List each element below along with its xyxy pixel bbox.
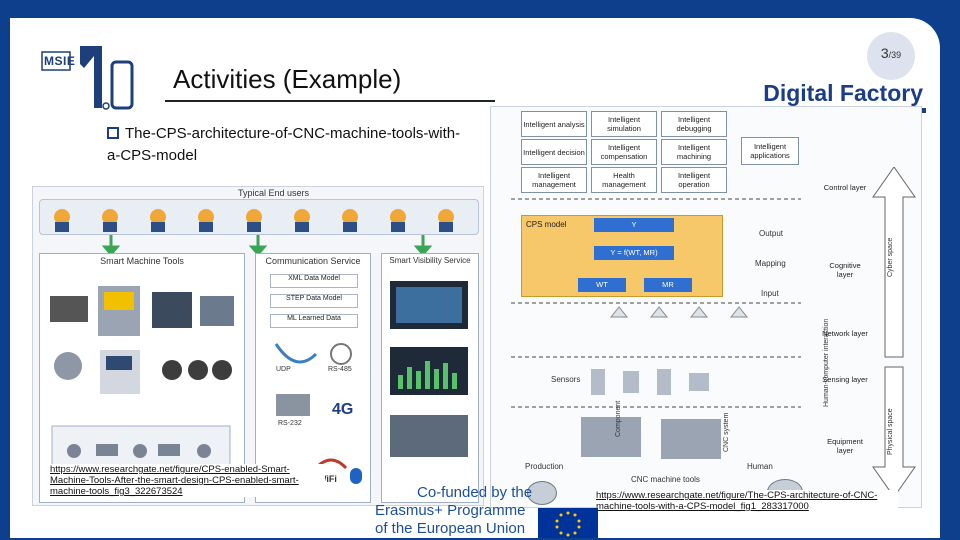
end-users-label: Typical End users bbox=[238, 188, 310, 198]
checkbox-bullet-icon bbox=[107, 127, 119, 139]
erasmus-funding-block: Co-funded by the Erasmus+ Programme of t… bbox=[365, 484, 630, 538]
xml-data-model: XML Data Model bbox=[270, 274, 358, 288]
physical-space-label: Physical space bbox=[887, 408, 894, 455]
svg-text:4G: 4G bbox=[332, 401, 353, 418]
grid-cell: Intelligent compensation bbox=[591, 139, 657, 165]
section-title: Communication Service bbox=[265, 256, 361, 266]
production-icon bbox=[527, 481, 557, 505]
funding-line-3: of the European Union bbox=[375, 520, 526, 537]
section-title: Smart Visibility Service bbox=[389, 256, 471, 265]
cyber-space-label: Cyber space bbox=[887, 237, 894, 277]
udp-label: UDP bbox=[276, 366, 291, 373]
control-layer-label: Control layer bbox=[823, 183, 867, 192]
component-label: Component bbox=[615, 400, 622, 437]
page-number-badge: 3/39 bbox=[867, 32, 915, 80]
grid-cell: Intelligent decision bbox=[521, 139, 587, 165]
rs232-label: RS-232 bbox=[278, 420, 302, 427]
mr-box: MR bbox=[644, 278, 692, 292]
cps-model-label: CPS model bbox=[526, 220, 567, 229]
end-users-strip bbox=[39, 199, 479, 235]
section-smart-visibility-service: Smart Visibility Service bbox=[381, 253, 479, 503]
cnc-machine-tools-label: CNC machine tools bbox=[631, 475, 700, 484]
grid-cell: Intelligent machining bbox=[661, 139, 727, 165]
left-figure: Typical End users Smart Machine Tools bbox=[32, 186, 484, 506]
right-figure: Intelligent analysis Intelligent simulat… bbox=[490, 106, 922, 508]
production-label: Production bbox=[525, 462, 564, 471]
left-source-link[interactable]: https://www.researchgate.net/figure/CPS-… bbox=[50, 464, 325, 497]
cnc-system-label: CNC system bbox=[723, 412, 730, 452]
intelligent-grid: Intelligent analysis Intelligent simulat… bbox=[521, 111, 727, 193]
funding-line-1: Co-funded by the bbox=[417, 484, 533, 501]
slide-card: MSIE Activities (Example) Digital Factor… bbox=[10, 18, 940, 538]
bullet-text: The-CPS-architecture-of-CNC-machine-tool… bbox=[107, 125, 461, 164]
header-right-label: Digital Factory bbox=[763, 80, 923, 106]
human-label: Human bbox=[747, 462, 773, 471]
title-underline bbox=[165, 100, 495, 102]
grid-cell: Intelligent simulation bbox=[591, 111, 657, 137]
sensing-layer-label: Sensing layer bbox=[822, 375, 868, 384]
grid-cell: Intelligent debugging bbox=[661, 111, 727, 137]
section-title: Smart Machine Tools bbox=[100, 256, 184, 266]
formula-box: Y = f(WT, MR) bbox=[594, 246, 674, 260]
input-label: Input bbox=[761, 289, 779, 298]
grid-cell: Health management bbox=[591, 167, 657, 193]
right-source-link[interactable]: https://www.researchgate.net/figure/The-… bbox=[596, 490, 898, 512]
network-layer-label: Network layer bbox=[822, 329, 868, 338]
funding-line-2: Erasmus+ Programme bbox=[375, 502, 526, 519]
grid-cell: Intelligent operation bbox=[661, 167, 727, 193]
bullet-item: The-CPS-architecture-of-CNC-machine-tool… bbox=[107, 123, 467, 167]
page-total: /39 bbox=[888, 50, 902, 60]
cognitive-layer-label: Cognitive layer bbox=[829, 261, 861, 279]
rs485-label: RS-485 bbox=[328, 366, 352, 373]
equipment-layer-label: Equipment layer bbox=[827, 437, 863, 455]
intelligent-applications-box: Intelligent applications bbox=[741, 137, 799, 165]
page-current: 3 bbox=[880, 45, 889, 61]
grid-cell: Intelligent analysis bbox=[521, 111, 587, 137]
wt-box: WT bbox=[578, 278, 626, 292]
logo-letters: MSIE bbox=[44, 54, 76, 68]
hci-label: Human-computer interaction bbox=[823, 318, 830, 407]
eu-flag-icon bbox=[538, 508, 598, 538]
section-communication-service: Communication Service XML Data Model STE… bbox=[255, 253, 371, 503]
output-label: Output bbox=[759, 229, 784, 238]
step-data-model: STEP Data Model bbox=[270, 294, 358, 308]
bluetooth-icon bbox=[350, 468, 362, 484]
mapping-label: Mapping bbox=[755, 259, 786, 268]
msie-logo: MSIE bbox=[40, 42, 135, 112]
ml-learned-data: ML Learned Data bbox=[270, 314, 358, 328]
wifi-label: WiFi bbox=[318, 474, 337, 484]
y-box: Y bbox=[594, 218, 674, 232]
grid-cell: Intelligent management bbox=[521, 167, 587, 193]
sensors-label: Sensors bbox=[551, 375, 581, 384]
cps-model-box: CPS model Y Y = f(WT, MR) WT MR bbox=[521, 215, 723, 297]
slide-title: Activities (Example) bbox=[173, 64, 402, 94]
